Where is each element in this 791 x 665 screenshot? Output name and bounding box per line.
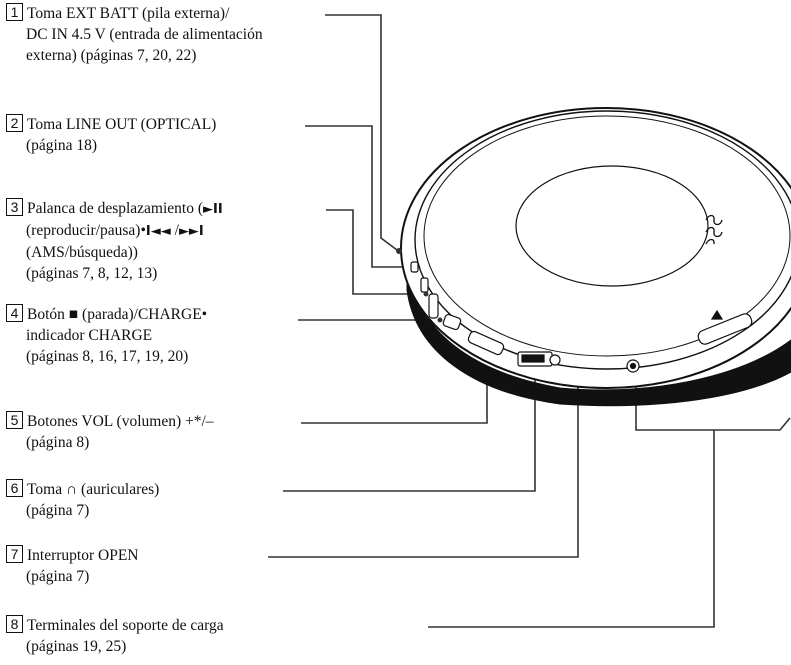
callout-7-line-1: Interruptor OPEN xyxy=(27,547,139,564)
callout-1-line-1: Toma EXT BATT (pila externa)/ xyxy=(27,5,230,22)
callout-5-line-1: Botones VOL (volumen) +*/– xyxy=(27,413,214,430)
endpoint-4 xyxy=(437,317,443,323)
callout-number-2: 2 xyxy=(6,114,23,132)
leader-line-1 xyxy=(325,14,398,251)
leader-line-5 xyxy=(301,384,488,424)
callout-3-line-2: (reproducir/pausa)• xyxy=(26,222,146,239)
charge-terminal-inner xyxy=(629,362,637,370)
callout-3-line-3: (AMS/búsqueda)) xyxy=(26,244,138,261)
callout-2-line-1: Toma LINE OUT (OPTICAL) xyxy=(27,116,217,133)
open-switch xyxy=(697,313,753,345)
callout-4-line-1: Botón xyxy=(27,306,65,323)
callout-4-line-3: (páginas 8, 16, 17, 19, 20) xyxy=(26,348,189,365)
ext-batt-jack xyxy=(410,261,419,273)
callout-8-line-2: (páginas 19, 25) xyxy=(26,638,127,655)
headphone-jack-hole xyxy=(549,354,561,366)
player-base-shadow xyxy=(406,261,791,407)
headphone-icon: ∩ xyxy=(65,481,78,498)
stop-icon: ■ xyxy=(68,306,79,323)
callout-number-7: 7 xyxy=(6,545,23,563)
leader-line-3 xyxy=(326,209,425,295)
callout-8-line-1: Terminales del soporte de carga xyxy=(27,617,224,634)
side-controls xyxy=(410,261,753,373)
endpoint-3 xyxy=(423,291,429,297)
callout-number-5: 5 xyxy=(6,411,23,429)
player-lid-ring xyxy=(423,115,791,357)
walkman-logo xyxy=(705,214,723,245)
callout-6-line-1-rest: (auriculares) xyxy=(77,481,160,498)
callout-6-line-1: Toma xyxy=(27,481,63,498)
callout-1-line-2: DC IN 4.5 V (entrada de alimentación xyxy=(26,26,263,43)
line-out-jack xyxy=(420,277,429,293)
callout-5-line-2: (página 8) xyxy=(26,434,90,451)
play-pause-icon: ►II xyxy=(203,202,223,217)
player-body xyxy=(400,107,791,389)
callout-number-3: 3 xyxy=(6,198,23,216)
callout-7-line-2: (página 7) xyxy=(26,568,90,585)
callout-4-line-1-rest: (parada)/CHARGE• xyxy=(78,306,208,323)
stop-button xyxy=(442,313,462,331)
callout-6-line-2: (página 7) xyxy=(26,502,90,519)
endpoint-1 xyxy=(396,248,402,254)
next-track-icon: ►►I xyxy=(178,224,204,239)
callout-number-1: 1 xyxy=(6,3,23,21)
callout-number-6: 6 xyxy=(6,479,23,497)
callout-2-line-2: (página 18) xyxy=(26,137,98,154)
previous-track-icon: I◄◄ xyxy=(145,224,171,239)
callout-3-line-1: Palanca de desplazamiento ( xyxy=(27,200,204,217)
headphone-jack-inner xyxy=(521,354,545,363)
leader-line-2 xyxy=(305,125,414,268)
callout-number-4: 4 xyxy=(6,304,23,322)
callout-4-line-2: indicador CHARGE xyxy=(26,327,153,344)
callout-1-line-3: externa) (páginas 7, 20, 22) xyxy=(26,47,197,64)
disc-player xyxy=(400,107,791,407)
callout-number-8: 8 xyxy=(6,615,23,633)
jog-lever xyxy=(428,293,439,319)
leader-line-8 xyxy=(428,430,715,628)
vol-buttons xyxy=(467,330,505,356)
player-lid-center xyxy=(515,165,709,287)
callout-3-slash: / xyxy=(170,222,179,239)
player-rim xyxy=(414,110,791,370)
callout-3-line-4: (páginas 7, 8, 12, 13) xyxy=(26,265,158,282)
leader-endpoints xyxy=(396,248,443,323)
open-indicator xyxy=(710,309,724,320)
leader-line-6 xyxy=(283,357,536,492)
